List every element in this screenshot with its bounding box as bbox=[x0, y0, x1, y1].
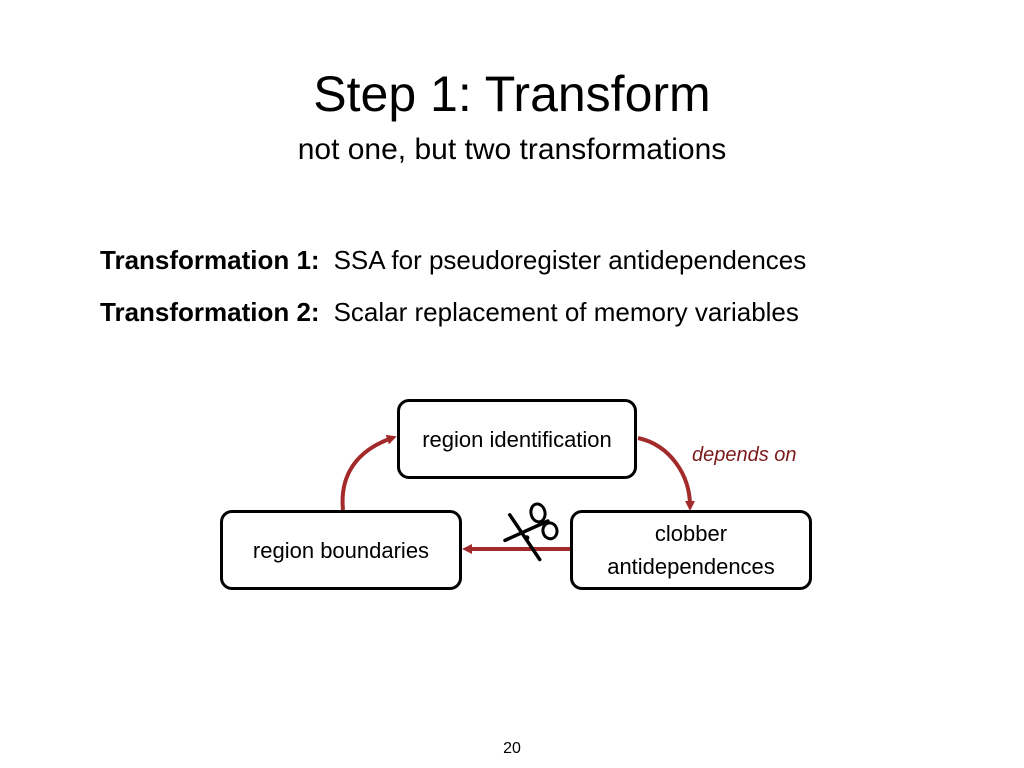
transformation-item: Transformation 1: SSA for pseudoregister … bbox=[100, 240, 980, 292]
slide-subtitle: not one, but two transformations bbox=[297, 133, 727, 166]
transformation-label: Transformation 2: bbox=[100, 297, 320, 327]
edge-label-depends-on: depends on bbox=[692, 444, 797, 466]
transformation-description: SSA for pseudoregister antidependences bbox=[333, 245, 807, 275]
slide-title: Step 1: Transform bbox=[313, 66, 711, 122]
transformation-list: Transformation 1: SSA for pseudoregister … bbox=[100, 240, 980, 344]
arrow-boundaries-to-identification bbox=[340, 434, 397, 511]
transformation-item: Transformation 2: Scalar replacement of m… bbox=[100, 292, 980, 344]
node-label: region identification bbox=[422, 426, 612, 452]
node-region-identification: region identification bbox=[397, 399, 637, 479]
arrow-identification-to-clobber bbox=[637, 436, 695, 511]
node-region-boundaries: region boundaries bbox=[220, 510, 462, 590]
page-number: 20 bbox=[503, 740, 521, 757]
node-label: region boundaries bbox=[252, 537, 430, 563]
transformation-label: Transformation 1: bbox=[100, 245, 320, 275]
node-clobber-antidependences: clobber antidependences bbox=[570, 510, 812, 590]
scissors-icon bbox=[503, 502, 559, 562]
node-label: clobber antidependences bbox=[607, 521, 775, 579]
transformation-description: Scalar replacement of memory variables bbox=[333, 297, 799, 327]
